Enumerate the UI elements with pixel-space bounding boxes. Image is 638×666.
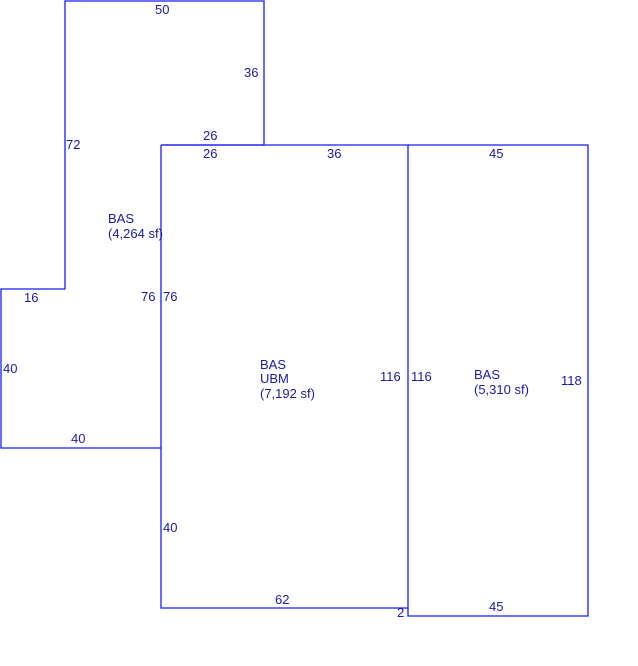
dim-right-right: 118	[561, 373, 582, 388]
dim-left-upper-left: 72	[66, 137, 80, 152]
area-label-middle: BAS UBM (7,192 sf)	[260, 357, 315, 401]
dim-left-lower-left: 40	[3, 361, 17, 376]
area-label-left: BAS (4,264 sf)	[108, 211, 163, 241]
dim-left-bottom: 40	[71, 431, 85, 446]
dim-mid-right: 116	[380, 369, 401, 384]
dim-mid-lower-left: 40	[163, 520, 177, 535]
left-bas-outline	[0, 0, 265, 449]
area-label-right: BAS (5,310 sf)	[474, 367, 529, 397]
right-bas-outline	[407, 144, 589, 617]
dim-mid-jog: 2	[397, 605, 404, 620]
dim-left-step-left: 16	[24, 290, 38, 305]
dim-right-bottom: 45	[489, 599, 503, 614]
dim-mid-upper-left: 76	[163, 289, 177, 304]
dim-right-top: 45	[489, 146, 503, 161]
dim-mid-top-left: 26	[203, 146, 217, 161]
dim-left-step-top: 26	[203, 128, 217, 143]
dim-left-upper-right: 36	[244, 65, 258, 80]
dim-right-left: 116	[411, 369, 432, 384]
area-middle-size: (7,192 sf)	[260, 386, 315, 401]
dim-mid-top-right: 36	[327, 146, 341, 161]
area-right-code: BAS	[474, 367, 500, 382]
area-middle-code: BAS	[260, 357, 286, 372]
area-left-code: BAS	[108, 211, 134, 226]
dim-left-mid-left: 76	[141, 289, 155, 304]
dim-left-top: 50	[155, 2, 169, 17]
area-left-size: (4,264 sf)	[108, 226, 163, 241]
area-right-size: (5,310 sf)	[474, 382, 529, 397]
dim-mid-bottom: 62	[275, 592, 289, 607]
area-middle-subcode: UBM	[260, 371, 289, 386]
